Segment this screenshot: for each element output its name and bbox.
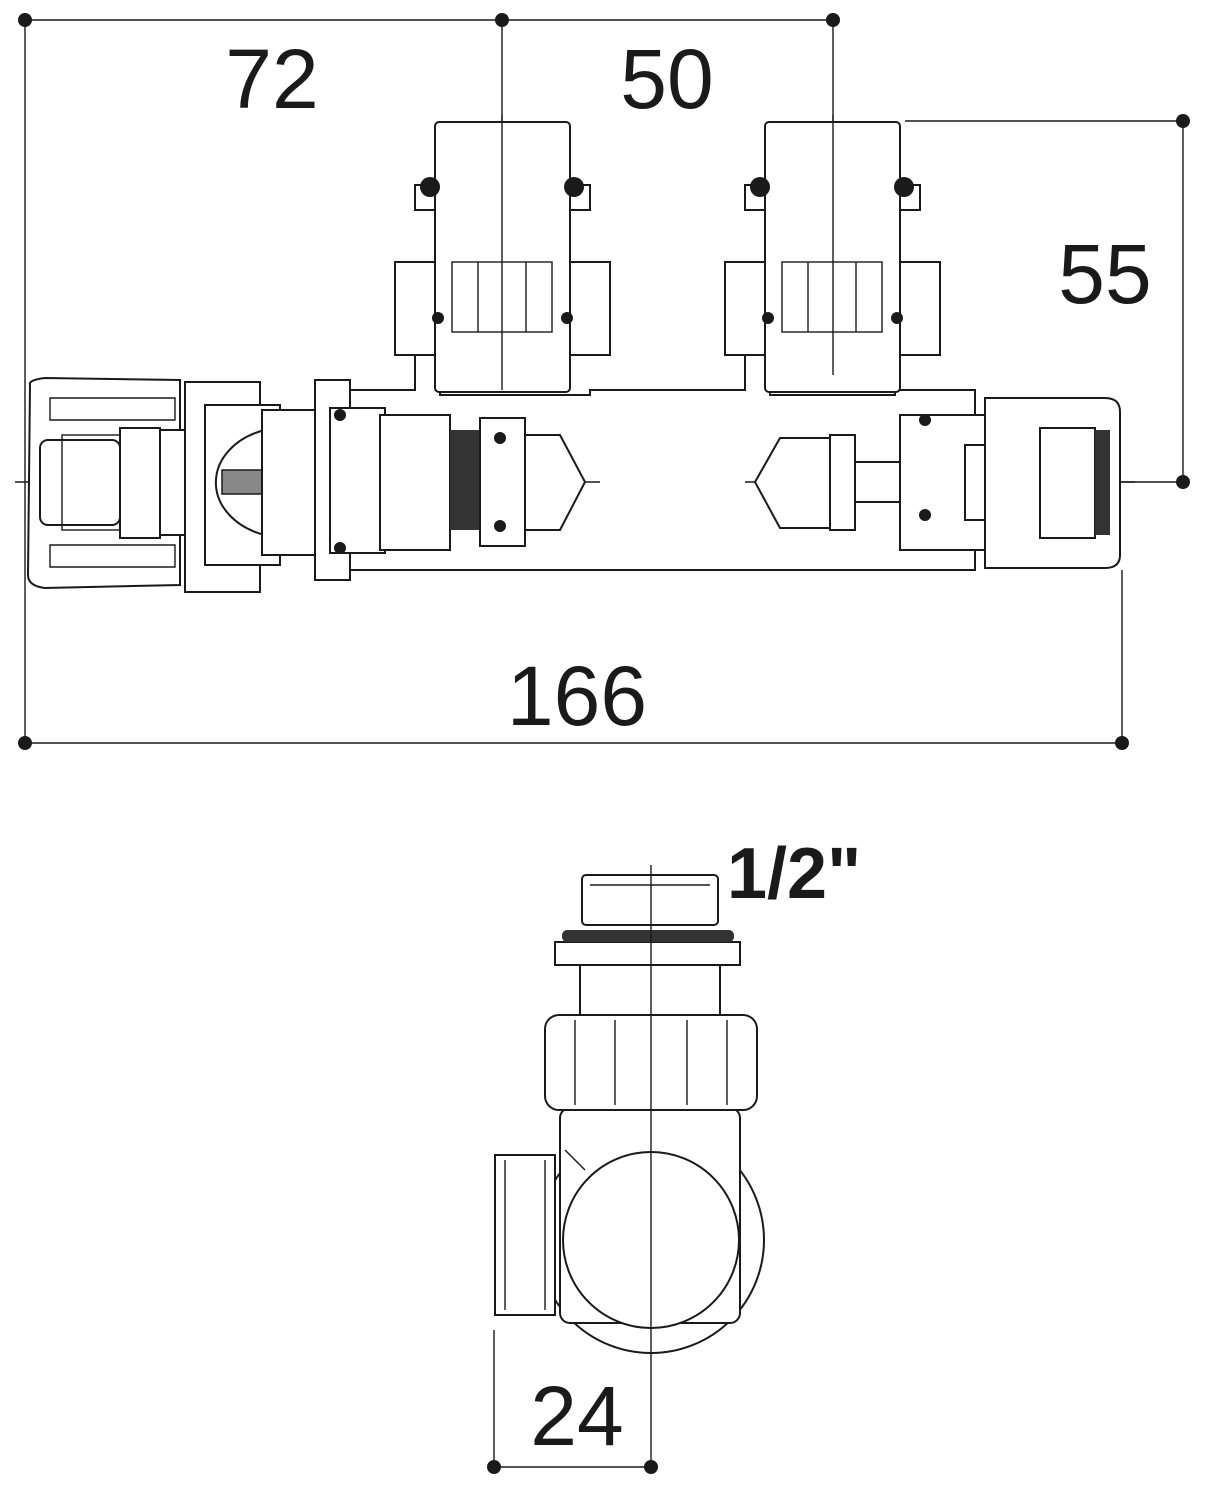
thread-size-label: 1/2" — [727, 834, 861, 914]
valve-side-view — [494, 865, 765, 1467]
dimension-lines-side-view — [487, 1330, 658, 1474]
dimension-166: 166 — [507, 649, 647, 743]
dimension-72: 72 — [225, 32, 318, 126]
right-lockshield — [753, 397, 1121, 569]
dimension-55: 55 — [1058, 227, 1151, 321]
left-valve-head — [26, 376, 587, 593]
valve-top-view — [26, 115, 1121, 593]
dimension-50: 50 — [620, 32, 713, 126]
dimension-24: 24 — [530, 1369, 623, 1463]
